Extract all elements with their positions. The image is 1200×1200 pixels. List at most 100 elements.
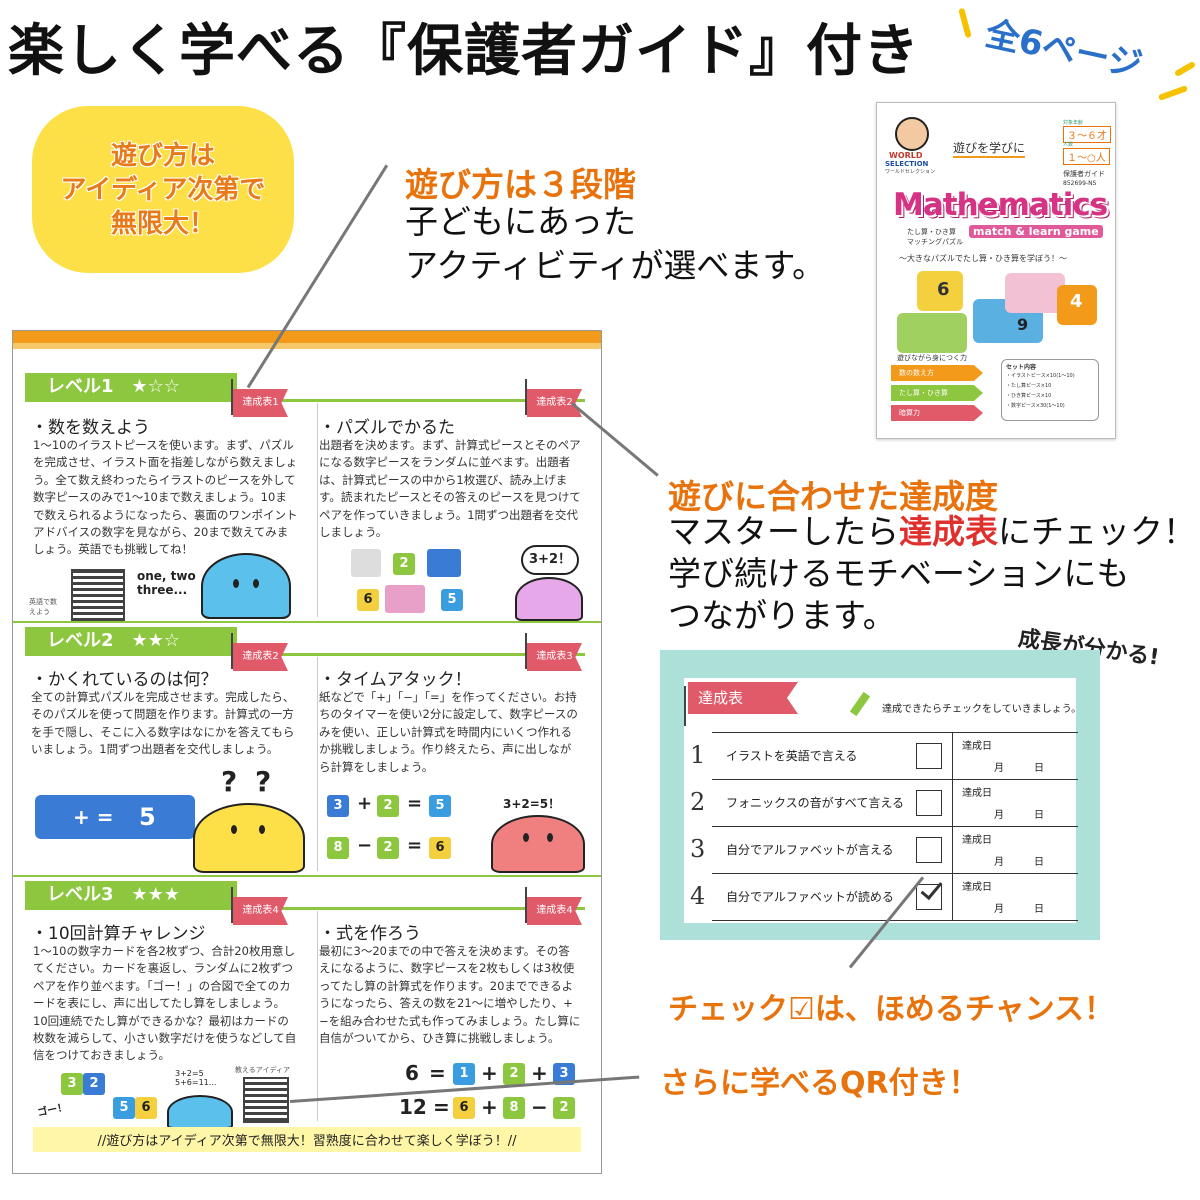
column-divider: [317, 657, 318, 871]
blue-character: [201, 553, 291, 619]
month-label: 月: [994, 763, 1004, 774]
guide-code: 852699-NS: [1063, 180, 1097, 187]
progress-line1-pre: マスターしたら: [668, 512, 899, 551]
players-value: １～○人: [1063, 148, 1110, 165]
flag-pole: [231, 633, 233, 669]
row-label: イラストを英語で言える: [726, 749, 858, 763]
number-tile: 2: [377, 795, 399, 817]
cover-jp-sub2: マッチングパズル: [907, 238, 963, 246]
character-eye: [523, 833, 529, 842]
progress-line1-post: にチェック！: [998, 512, 1196, 551]
set-item: ・たし算ピース×10: [1006, 383, 1052, 389]
chart-instruction: 達成できたらチェックをしていきましょう。: [882, 704, 1082, 715]
checkbox[interactable]: [916, 790, 942, 816]
date-label: 達成日: [962, 835, 992, 846]
character-eye: [233, 579, 239, 588]
row-separator: [952, 780, 953, 827]
burst-line: 遊び方は: [110, 140, 215, 171]
character-eye: [259, 825, 265, 834]
sheet-footer: //遊び方はアイディア次第で無限大！習熟度に合わせて楽しく学ぼう！//: [33, 1127, 581, 1152]
mascot-face: [895, 117, 929, 151]
date-label: 達成日: [962, 788, 992, 799]
row-number: 3: [690, 835, 706, 863]
number-tile: 2: [83, 1073, 105, 1095]
calc-bubble: 3+2=5 5+6=11...: [175, 1069, 217, 1087]
checkbox[interactable]: [916, 837, 942, 863]
flag-label: 達成表: [536, 905, 567, 916]
levels-heading: 遊び方は３段階: [405, 165, 636, 204]
activity-body: 1～10のイラストピースを使います。まず、パズルを完成させ、イラスト面を指差しな…: [33, 438, 298, 557]
go-text: ゴー！: [36, 1101, 69, 1119]
players-label: 人数: [1063, 142, 1074, 148]
level-1-header: レベル1 ★☆☆: [25, 373, 237, 401]
number-tile: 2: [377, 837, 399, 859]
operator: =: [429, 1061, 446, 1085]
activity-body: 紙などで「+」「−」「=」を作ってください。お持ちのタイマーを使い2分に設定して…: [319, 690, 578, 774]
month-day: 月 日: [994, 900, 1044, 915]
pages-badge: 全6ページ: [981, 13, 1146, 87]
row-separator: [952, 827, 953, 874]
skills-label: 遊びながら身につく力: [897, 354, 967, 362]
progress-flag-3: 達成表3: [527, 643, 582, 671]
column-divider: [317, 911, 318, 1121]
page-title: 楽しく学べる『保護者ガイド』付き: [8, 19, 920, 84]
day-label: 日: [1034, 810, 1044, 821]
month-label: 月: [994, 810, 1004, 821]
number-tile: 1: [453, 1063, 475, 1085]
levels-line2: アクティビティが選べます。: [405, 246, 826, 285]
flag-pole: [525, 887, 527, 923]
number-tile: 2: [553, 1097, 575, 1119]
activity-body: 最初に3～20までの中で答えを決めます。その答えになるように、数字ピースを2枚も…: [319, 944, 581, 1046]
activity-heading: ・パズルでかるた: [319, 418, 455, 438]
checkbox[interactable]: [916, 743, 942, 769]
activity-heading: ・10回計算チャレンジ: [31, 924, 206, 944]
day-label: 日: [1034, 763, 1044, 774]
operator: =: [407, 835, 423, 856]
activity-body: 出題者を決めます。まず、計算式ピースとそのペアになる数字ピースをランダムに並べま…: [319, 438, 581, 540]
sheet-top-bar: [13, 343, 601, 349]
guide-label: 保護者ガイド: [1063, 170, 1105, 178]
guide-cover: WORLD SELECTION ワールドセレクション 遊びを学びに 対象年齢 ３…: [876, 102, 1116, 439]
row-separator: [952, 733, 953, 780]
brand-sub: ワールドセレクション: [885, 169, 936, 175]
number-tile: 3: [327, 795, 349, 817]
level-3-line: [25, 907, 585, 910]
set-label: セット内容: [1006, 364, 1037, 371]
number-tile: 8: [327, 837, 349, 859]
qr-code-icon[interactable]: [243, 1077, 289, 1123]
cover-title: Mathematics: [893, 187, 1108, 223]
age-label: 対象年齢: [1063, 120, 1084, 126]
hidden-puzzle: [35, 795, 195, 839]
date-label: 達成日: [962, 882, 992, 893]
flag-num: 2: [566, 397, 573, 408]
activity-body: 1～10の数字カードを各2枚ずつ、合計20枚用意してください。カードを裏返し、ラ…: [33, 944, 297, 1063]
number-tile: 6: [453, 1097, 475, 1119]
row-separator: [952, 874, 953, 921]
flag-num: 4: [566, 905, 573, 916]
set-item: ・イラストピース×10(1～10): [1006, 373, 1075, 379]
number-tile: 6: [429, 837, 451, 859]
character-eye: [547, 833, 553, 842]
level-divider: [13, 875, 601, 877]
flag-label: 達成表: [536, 397, 567, 408]
flag-pole: [231, 379, 233, 415]
operator: +: [481, 1095, 498, 1119]
age-value: ３～６才: [1063, 126, 1111, 143]
month-day: 月 日: [994, 806, 1044, 821]
number-tile: 6: [357, 589, 379, 611]
qr-code-icon[interactable]: [71, 569, 125, 623]
number-tile: 5: [429, 795, 451, 817]
sparkle-ray: [1173, 60, 1197, 78]
sheet-top-bar: [13, 331, 601, 343]
flag-num: 4: [272, 905, 279, 916]
illustration-tile: [427, 549, 461, 577]
flag-num: 1: [272, 397, 279, 408]
checkbox[interactable]: [916, 884, 942, 910]
progress-line3: つながります。: [668, 596, 896, 635]
illustration-tile: [351, 549, 381, 577]
activity-heading: ・タイムアタック！: [319, 670, 472, 690]
check-callout: チェック☑は、ほめるチャンス！: [668, 992, 1114, 1027]
number-tile: 8: [503, 1097, 525, 1119]
month-day: 月 日: [994, 759, 1044, 774]
